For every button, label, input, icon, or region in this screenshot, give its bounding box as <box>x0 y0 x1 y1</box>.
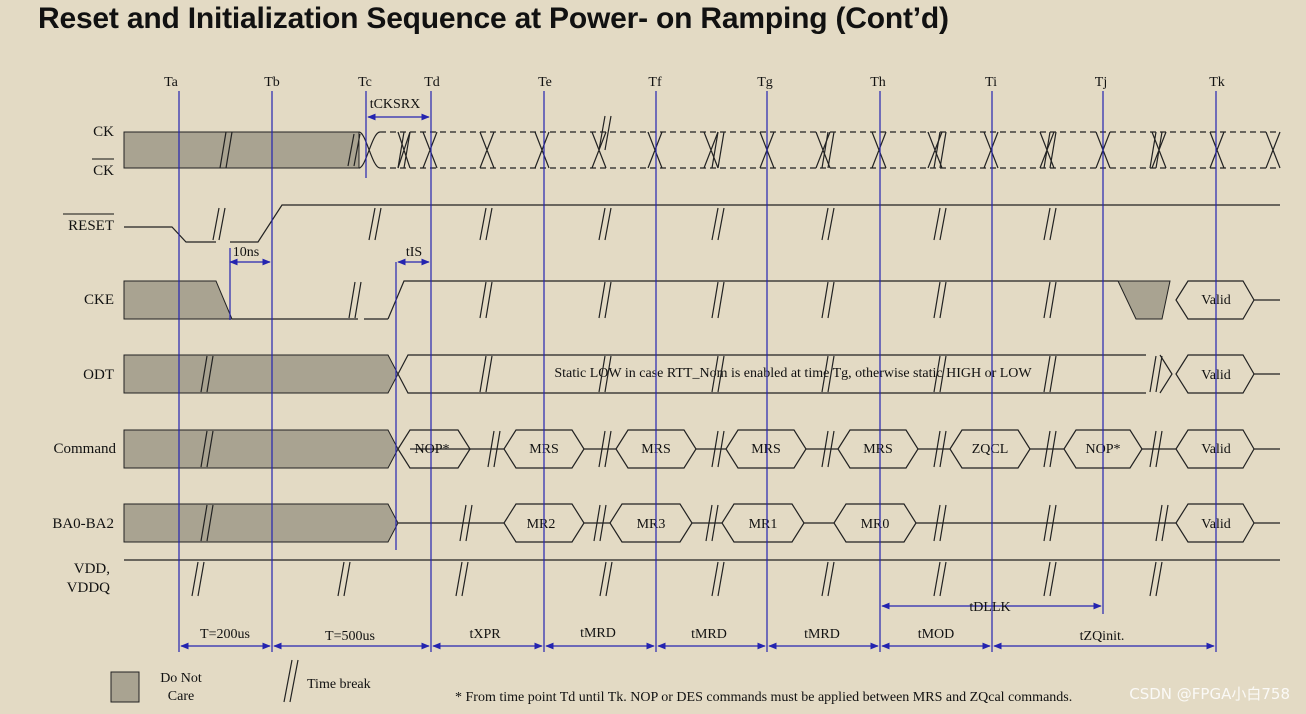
time-label-td: Td <box>424 75 440 90</box>
reset-waveform <box>124 204 1280 243</box>
dont-care-swatch <box>110 671 140 703</box>
ba-label-0: MR2 <box>527 517 556 532</box>
time-label-ta: Ta <box>164 75 179 90</box>
signal-label-odt: ODT <box>83 367 114 383</box>
ck-dont-care <box>123 131 360 169</box>
annotation-labels: tCKSRX 10ns tIS tDLLK <box>233 97 1011 615</box>
command-waveform <box>397 429 1280 469</box>
time-labels: Ta Tb Tc Td Te Tf Tg Th Ti Tj Tk <box>164 75 1225 90</box>
watermark: CSDN @FPGA小白758 <box>1129 685 1290 703</box>
time-label-ti: Ti <box>985 75 997 90</box>
interval-4: tMRD <box>691 627 727 642</box>
time-label-tf: Tf <box>648 75 662 90</box>
cke-dont-care <box>123 280 233 320</box>
time-label-te: Te <box>538 75 552 90</box>
tcksrx-label: tCKSRX <box>370 97 421 112</box>
tdllk-label: tDLLK <box>969 600 1010 615</box>
legend: Do Not Care Time break <box>110 659 371 704</box>
time-label-tc: Tc <box>358 75 372 90</box>
ba-waveform <box>398 503 1280 543</box>
cmd-nop-1-shape <box>397 429 472 469</box>
signal-labels: CK CK RESET CKE ODT Command BA0-BA2 VDD,… <box>52 124 116 596</box>
interval-1: T=500us <box>325 629 375 644</box>
ba-labels: MR2 MR3 MR1 MR0 Valid <box>527 517 1231 532</box>
cke-dont-care-late <box>1117 280 1171 320</box>
ba-label-1: MR3 <box>637 517 666 532</box>
ck-transitions <box>397 131 1281 169</box>
time-label-tg: Tg <box>757 75 773 90</box>
tis-label: tIS <box>406 245 422 260</box>
interval-0: T=200us <box>200 627 250 642</box>
time-label-tk: Tk <box>1209 75 1225 90</box>
time-label-tb: Tb <box>264 75 280 90</box>
signal-label-vdd: VDD, <box>74 561 110 577</box>
signal-label-cke: CKE <box>84 292 114 308</box>
odt-text: Static LOW in case RTT_Nom is enabled at… <box>554 366 1032 381</box>
time-breaks <box>191 115 1169 597</box>
dimension-arrows <box>180 113 1215 650</box>
interval-2: tXPR <box>469 627 501 642</box>
time-label-th: Th <box>870 75 886 90</box>
time-break-icon <box>283 659 299 703</box>
interval-3: tMRD <box>580 626 616 641</box>
odt-waveform <box>397 354 1280 394</box>
command-dont-care <box>123 429 399 469</box>
cmd-label-3: MRS <box>751 442 781 457</box>
signal-label-ck: CK <box>93 124 114 140</box>
ba-label-2: MR1 <box>749 517 778 532</box>
signal-label-ck-bar: CK <box>93 163 114 179</box>
legend-dont-care-2: Care <box>168 689 194 704</box>
cmd-label-0: NOP* <box>414 442 449 457</box>
ba-label-3: MR0 <box>861 517 890 532</box>
cmd-label-4: MRS <box>863 442 893 457</box>
footnote: * From time point Td until Tk. NOP or DE… <box>455 690 1072 705</box>
ba-dont-care <box>123 503 399 543</box>
odt-dont-care <box>123 354 399 394</box>
legend-dont-care-1: Do Not <box>160 671 202 686</box>
ck-waveform <box>358 131 1281 169</box>
time-label-tj: Tj <box>1095 75 1107 90</box>
legend-time-break: Time break <box>307 677 371 692</box>
dont-care-regions <box>123 131 1171 543</box>
page-title: Reset and Initialization Sequence at Pow… <box>38 2 949 35</box>
ck-cross <box>358 131 381 169</box>
interval-7: tZQinit. <box>1080 629 1125 644</box>
time-lines <box>178 91 1217 652</box>
interval-labels: T=200us T=500us tXPR tMRD tMRD tMRD tMOD… <box>200 626 1124 644</box>
signal-label-reset: RESET <box>68 218 114 234</box>
signal-label-vddq: VDDQ <box>67 580 110 596</box>
tns-label: 10ns <box>233 245 259 260</box>
signal-label-ba: BA0-BA2 <box>52 516 114 532</box>
interval-5: tMRD <box>804 627 840 642</box>
cmd-label-5: ZQCL <box>972 442 1009 457</box>
signal-label-command: Command <box>54 441 117 457</box>
interval-6: tMOD <box>918 627 955 642</box>
